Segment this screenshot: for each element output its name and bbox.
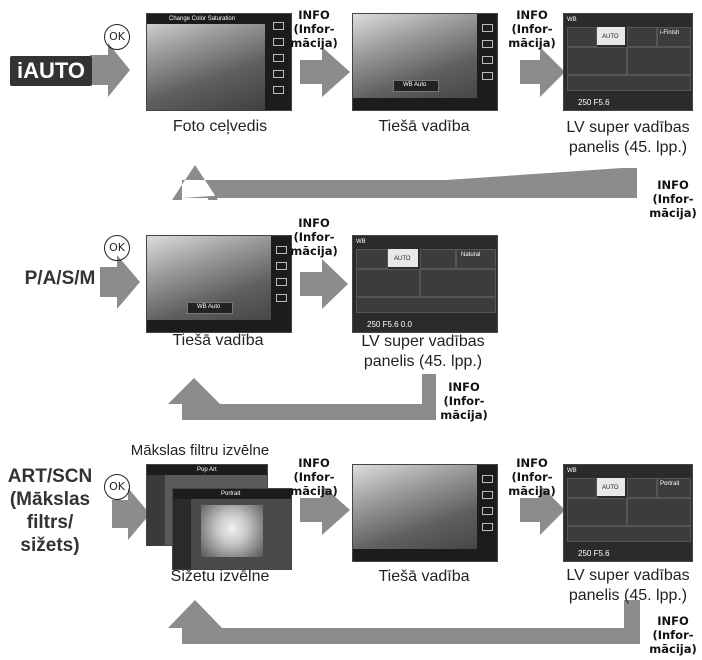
arrow-row2-a — [300, 259, 348, 309]
caption-scene-menu: Sižetu izvēlne — [150, 568, 290, 586]
mode-label-artscn: ART/SCN(Mākslas filtrs/sižets) — [0, 465, 100, 557]
screen-overlay-text: Change Color Saturation — [169, 16, 235, 22]
arrow-row1-entry — [90, 43, 130, 97]
info-label-r3-return: INFO(Infor-mācija) — [645, 614, 701, 656]
arrow-row1-b — [520, 47, 565, 97]
caption-live-control-r3: Tiešā vadība — [352, 568, 496, 586]
screen-lv-panel-r3: WB AUTO Portrait 250 F5.6 — [563, 464, 693, 562]
info-label-r1-return: INFO(Infor-mācija) — [645, 178, 701, 220]
screen-live-control-r2: WB Auto — [146, 235, 292, 333]
screen-photo-guide: Change Color Saturation — [146, 13, 292, 111]
art-filter-menu-title: Mākslas filtru izvēlne — [115, 442, 285, 459]
screen-lv-panel-r2: WB AUTO Natural 250 F5.6 0.0 — [352, 235, 498, 333]
screen-live-control-r3 — [352, 464, 498, 562]
caption-photo-guide: Foto ceļvedis — [150, 118, 290, 136]
info-label-r3-a: INFO(Infor-mācija) — [284, 456, 344, 498]
caption-live-control-r1: Tiešā vadība — [352, 118, 496, 136]
mode-label-iauto: iAUTO — [10, 56, 92, 86]
ok-button-icon: OK — [104, 474, 130, 500]
arrow-row2-return — [182, 374, 436, 420]
screen-lv-panel-r1: WB AUTO i-Finish 250 F5.6 — [563, 13, 693, 111]
screen-overlay-text: WB Auto — [197, 304, 220, 310]
ok-button-icon: OK — [104, 235, 130, 261]
ok-button-icon: OK — [104, 24, 130, 50]
info-label-r1-a: INFO(Infor-mācija) — [284, 8, 344, 50]
arrow-row1-return — [172, 165, 636, 200]
caption-live-control-r2: Tiešā vadība — [146, 332, 290, 350]
info-label-r2-return: INFO(Infor-mācija) — [436, 380, 492, 422]
screen-live-control: WB Auto — [352, 13, 498, 111]
screen-overlay-text: WB Auto — [403, 82, 426, 88]
mode-label-pasm: P/A/S/M — [5, 268, 115, 290]
info-label-r2-a: INFO(Infor-mācija) — [284, 216, 344, 258]
info-label-r1-b: INFO(Infor-mācija) — [502, 8, 562, 50]
arrow-row1-a — [300, 47, 350, 97]
scene-card-front: Portrait — [172, 488, 292, 570]
arrow-row3-return — [182, 600, 640, 644]
info-label-r3-b: INFO(Infor-mācija) — [502, 456, 562, 498]
